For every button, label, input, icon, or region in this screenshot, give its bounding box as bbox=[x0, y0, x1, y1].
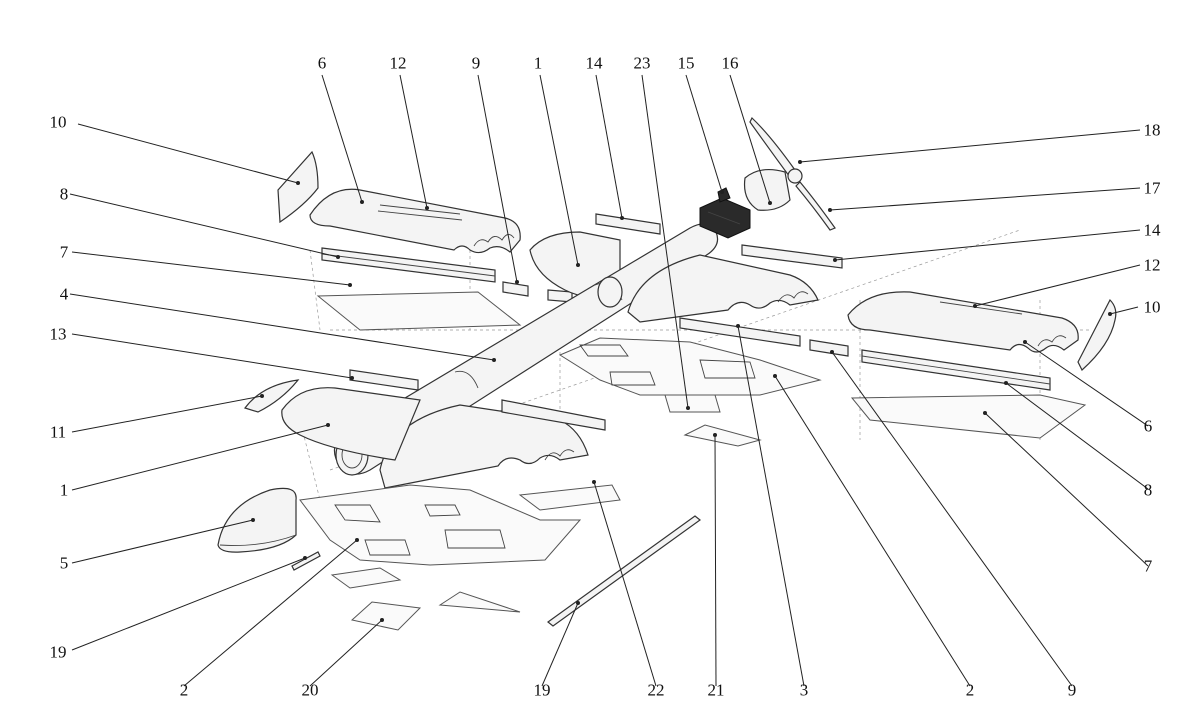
callout-label: 1 bbox=[59, 480, 69, 500]
left-winglet bbox=[277, 150, 319, 224]
callout-label: 4 bbox=[59, 284, 69, 304]
lower-skin-right bbox=[558, 337, 822, 396]
pin-rod-long bbox=[547, 515, 701, 627]
left-connector-block bbox=[502, 281, 573, 303]
callout-label: 22 bbox=[647, 680, 665, 700]
callout-label: 18 bbox=[1143, 120, 1161, 140]
callout-label: 7 bbox=[1143, 556, 1153, 576]
callout-label: 6 bbox=[1143, 416, 1153, 436]
right-spar bbox=[861, 349, 1051, 391]
spar-strip-13 bbox=[349, 369, 419, 391]
right-outer-wing-panel bbox=[847, 291, 1079, 353]
callout-label: 5 bbox=[59, 553, 69, 573]
right-connector-block bbox=[809, 339, 849, 357]
callout-label: 6 bbox=[317, 53, 327, 73]
callout-label: 20 bbox=[301, 680, 319, 700]
nose-cone bbox=[217, 487, 297, 553]
callout-label: 8 bbox=[59, 184, 69, 204]
callout-label: 3 bbox=[799, 680, 809, 700]
callout-label: 17 bbox=[1143, 178, 1161, 198]
left-spar bbox=[321, 247, 496, 283]
lower-inner-wing-left bbox=[281, 387, 421, 461]
callout-label: 12 bbox=[1143, 255, 1161, 275]
right-winglet bbox=[1077, 298, 1117, 371]
callout-label: 7 bbox=[59, 242, 69, 262]
top-spar-strip bbox=[595, 213, 661, 235]
callout-label: 21 bbox=[707, 680, 725, 700]
callout-label: 13 bbox=[49, 324, 67, 344]
callout-label: 12 bbox=[389, 53, 407, 73]
right-rib-sheet bbox=[850, 394, 1087, 439]
right-top-spar-strip bbox=[741, 244, 843, 269]
callout-label: 2 bbox=[179, 680, 189, 700]
skin-piece-23 bbox=[664, 394, 721, 413]
skin-piece-21 bbox=[683, 424, 762, 447]
left-outer-wing-panel bbox=[309, 188, 521, 254]
leader-lines bbox=[69, 74, 1149, 687]
callout-label: 14 bbox=[585, 53, 603, 73]
callout-label: 14 bbox=[1143, 220, 1161, 240]
pin-rod-short bbox=[291, 551, 321, 571]
skin-piece-20 bbox=[350, 601, 422, 631]
callout-label: 11 bbox=[49, 422, 67, 442]
left-rib-sheet bbox=[316, 291, 522, 331]
callout-label: 15 bbox=[677, 53, 695, 73]
skin-piece-22 bbox=[518, 484, 621, 511]
center-spar bbox=[679, 317, 801, 347]
callout-label: 1 bbox=[533, 53, 543, 73]
leader-anchor-dots bbox=[251, 160, 1112, 622]
callout-label: 9 bbox=[471, 53, 481, 73]
fuselage-fairing-lower bbox=[379, 404, 589, 489]
callout-label: 23 bbox=[633, 53, 651, 73]
propeller bbox=[749, 117, 836, 231]
fuselage-fairing-upper bbox=[627, 254, 819, 323]
callout-label: 19 bbox=[533, 680, 551, 700]
callout-label: 16 bbox=[721, 53, 739, 73]
motor-mount bbox=[743, 168, 791, 211]
skin-piece-small bbox=[330, 567, 521, 613]
callout-label: 9 bbox=[1067, 680, 1077, 700]
spar-strip-mid bbox=[501, 399, 606, 431]
callout-label: 10 bbox=[49, 112, 67, 132]
callout-label: 19 bbox=[49, 642, 67, 662]
callout-label: 2 bbox=[965, 680, 975, 700]
callout-label: 8 bbox=[1143, 480, 1153, 500]
callout-label: 10 bbox=[1143, 297, 1161, 317]
small-winglet bbox=[244, 379, 300, 413]
